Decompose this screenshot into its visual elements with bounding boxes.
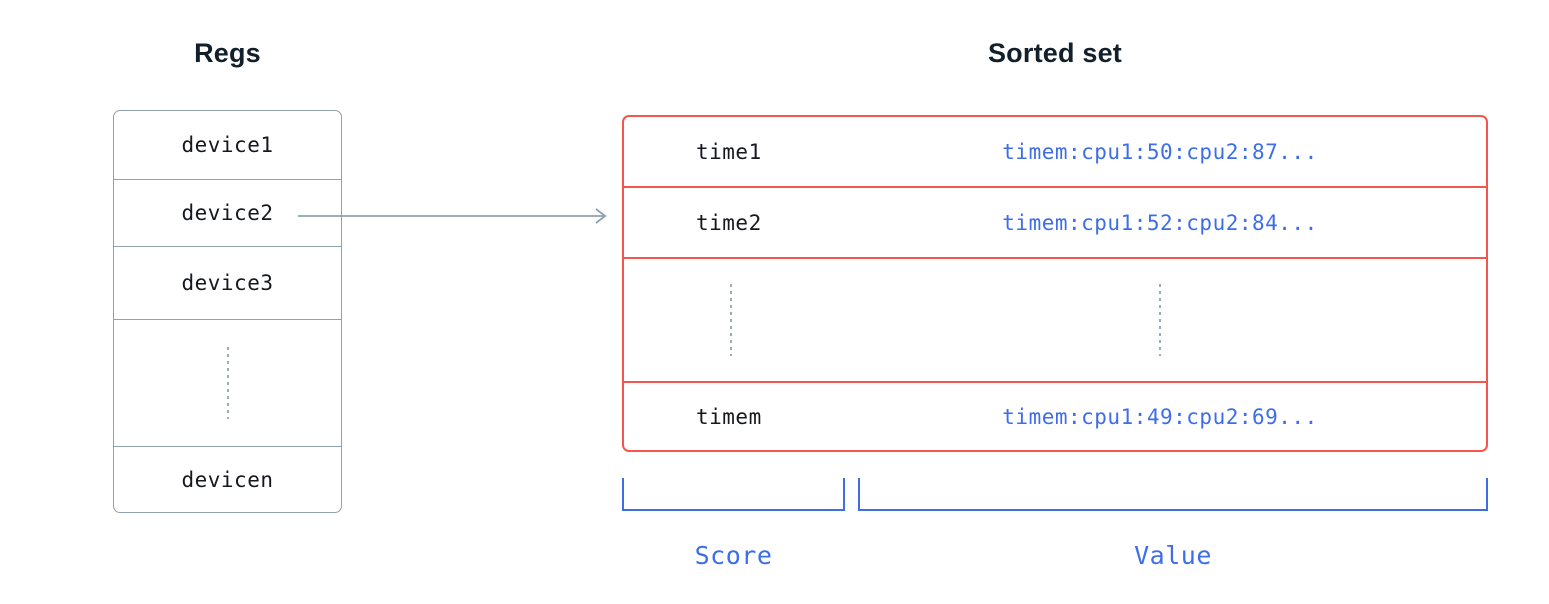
value-cell: timem:cpu1:49:cpu2:69... <box>1002 404 1318 429</box>
sorted-set-row[interactable]: timem timem:cpu1:49:cpu2:69... <box>624 381 1486 450</box>
regs-row-label: devicen <box>181 467 274 492</box>
vertical-ellipsis-icon <box>730 284 732 356</box>
value-ellipsis <box>834 259 1486 381</box>
sorted-set-title: Sorted set <box>987 38 1123 68</box>
sorted-set-table: time1 timem:cpu1:50:cpu2:87... time2 tim… <box>622 115 1488 452</box>
regs-row-label: device2 <box>181 201 274 225</box>
vertical-ellipsis-icon <box>226 347 229 419</box>
value-cell: timem:cpu1:52:cpu2:84... <box>1002 210 1318 235</box>
vertical-ellipsis-icon <box>1159 284 1161 356</box>
sorted-set-row[interactable]: time1 timem:cpu1:50:cpu2:87... <box>624 117 1486 186</box>
score-bracket-label: Score <box>694 541 773 570</box>
regs-row[interactable]: devicen <box>114 446 341 512</box>
score-cell: time2 <box>696 210 762 235</box>
regs-row[interactable]: device1 <box>114 111 341 179</box>
value-cell: timem:cpu1:50:cpu2:87... <box>1002 139 1318 164</box>
score-cell: time1 <box>696 139 762 164</box>
score-bracket <box>622 478 845 511</box>
regs-table: device1 device2 device3 devicen <box>113 110 342 513</box>
value-bracket <box>858 478 1488 511</box>
value-bracket-label: Value <box>1134 541 1212 570</box>
regs-title: Regs <box>194 38 261 68</box>
regs-row-label: device1 <box>181 133 274 157</box>
regs-row-label: device3 <box>181 271 274 295</box>
arrow-right-icon <box>298 208 607 224</box>
regs-row-ellipsis <box>114 319 341 446</box>
regs-row[interactable]: device2 <box>114 179 341 246</box>
sorted-set-row[interactable]: time2 timem:cpu1:52:cpu2:84... <box>624 186 1486 257</box>
sorted-set-row-ellipsis <box>624 257 1486 381</box>
score-ellipsis <box>696 259 766 381</box>
score-cell: timem <box>696 404 762 429</box>
regs-row[interactable]: device3 <box>114 246 341 319</box>
